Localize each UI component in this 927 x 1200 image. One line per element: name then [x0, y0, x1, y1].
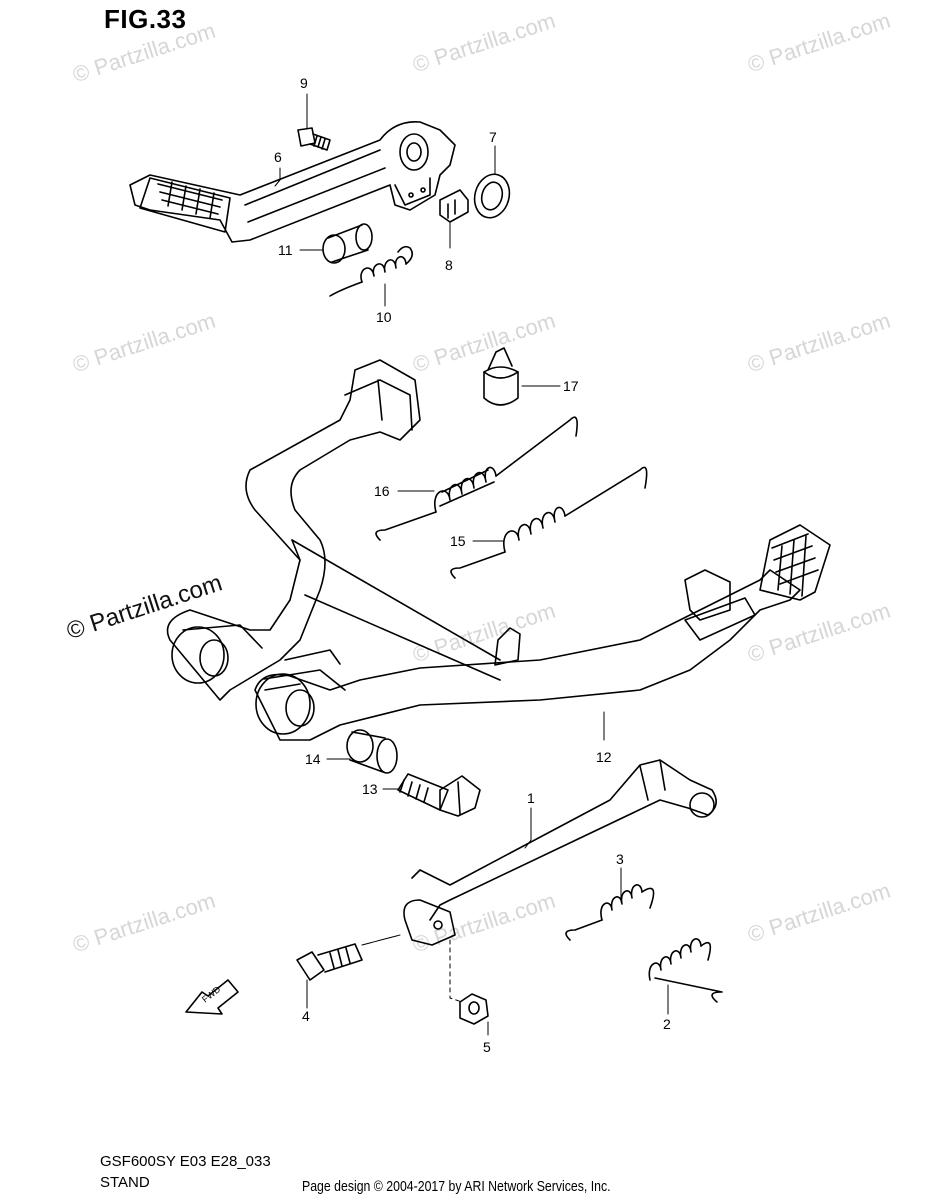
callout-1: 1	[527, 790, 535, 806]
part-3-spring	[565, 884, 655, 941]
callout-15: 15	[450, 533, 466, 549]
callout-13: 13	[362, 781, 378, 797]
part-10-spring	[329, 245, 414, 297]
figure-title: FIG.33	[104, 4, 187, 34]
part-5-nut	[459, 993, 489, 1025]
callout-14: 14	[305, 751, 321, 767]
part-9-bolt	[297, 127, 331, 151]
part-2-spring	[648, 938, 723, 1003]
callout-labels: 9 6 7 8 11 10 17 16 15 12 14 13 1 3 2 4 …	[274, 75, 671, 1055]
callout-9: 9	[300, 75, 308, 91]
part-14-collar	[346, 729, 398, 774]
callout-16: 16	[374, 483, 390, 499]
callout-2: 2	[663, 1016, 671, 1032]
part-11-bushing	[322, 223, 373, 264]
part-13-bolt	[397, 773, 481, 817]
part-6-lever	[129, 121, 456, 243]
part-12-center-stand	[166, 359, 831, 741]
part-7-washer	[473, 173, 511, 219]
callout-12: 12	[596, 749, 612, 765]
part-17-stopper	[483, 347, 519, 406]
callout-10: 10	[376, 309, 392, 325]
part-8-clip	[439, 189, 469, 223]
part-15-spring	[450, 466, 648, 579]
callout-17: 17	[563, 378, 579, 394]
callout-3: 3	[616, 851, 624, 867]
model-code: GSF600SY E03 E28_033	[100, 1153, 271, 1170]
section-name: STAND	[100, 1174, 150, 1191]
callout-4: 4	[302, 1008, 310, 1024]
leader-lines	[274, 93, 669, 1036]
part-1-side-stand	[403, 759, 717, 946]
callout-11: 11	[278, 242, 293, 258]
callout-7: 7	[489, 129, 497, 145]
part-16-spring	[375, 416, 578, 541]
fwd-arrow-icon: FWD	[185, 979, 239, 1015]
callout-5: 5	[483, 1039, 491, 1055]
callout-6: 6	[274, 149, 282, 165]
callout-8: 8	[445, 257, 453, 273]
part-4-bolt	[296, 943, 363, 981]
page-credit: Page design © 2004-2017 by ARI Network S…	[302, 1178, 611, 1195]
